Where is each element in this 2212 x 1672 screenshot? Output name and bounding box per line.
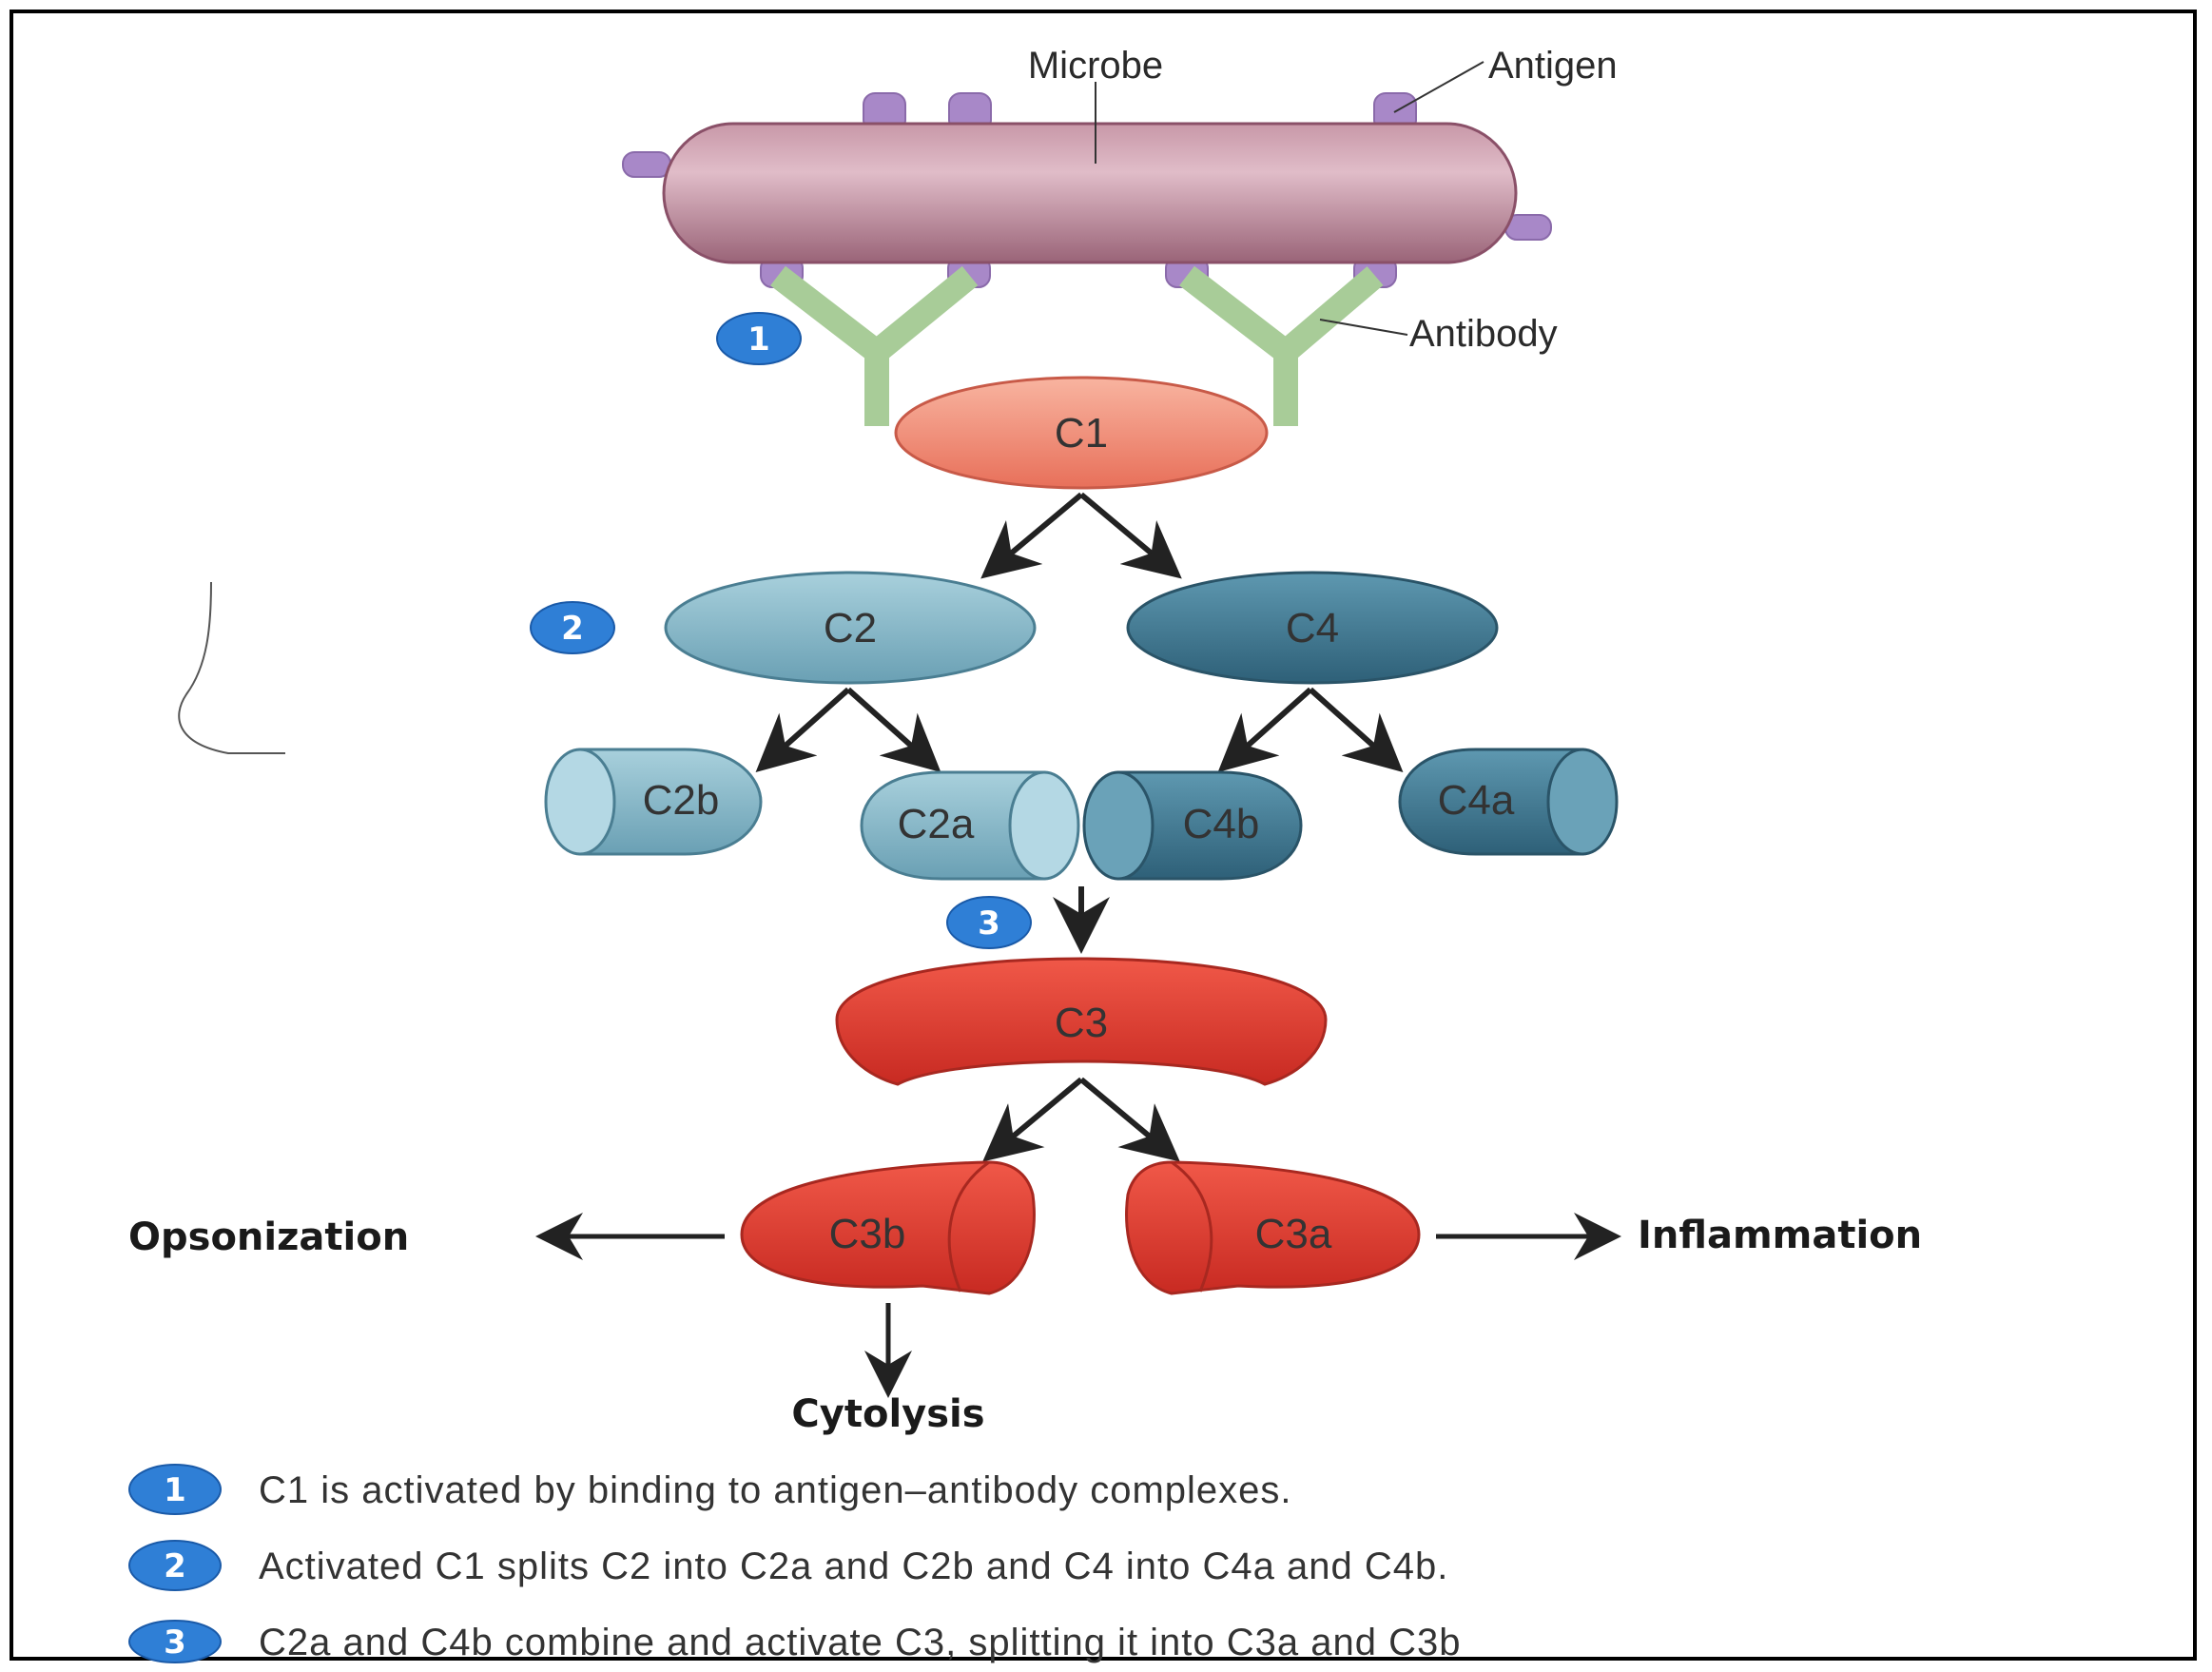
step-2-badge: 2 (530, 601, 615, 654)
c1-shape (894, 376, 1269, 490)
svg-text:3: 3 (164, 1623, 186, 1662)
c4b-shape (1082, 770, 1303, 881)
c3-split-arrows (982, 1077, 1180, 1162)
c4-shape (1126, 571, 1499, 685)
c4-label: C4 (1286, 605, 1339, 651)
c3-shape (835, 957, 1328, 1086)
svg-text:Activated C1 splits C2 into C2: Activated C1 splits C2 into C2a and C2b … (259, 1546, 1448, 1587)
svg-text:2: 2 (561, 610, 584, 648)
c2b-shape (544, 748, 763, 856)
c2-shape (664, 571, 1037, 685)
c3b-label: C3b (829, 1211, 906, 1257)
c4a-shape (1398, 748, 1619, 856)
antigen-leader (1393, 61, 1484, 113)
c2b-label: C2b (643, 777, 720, 824)
svg-text:1: 1 (747, 321, 770, 359)
cytolysis-label: Cytolysis (791, 1392, 984, 1436)
step-caption-1: 1 C1 is activated by binding to antigen–… (128, 1464, 1292, 1515)
antigen-group (622, 92, 1552, 288)
opsonization-label: Opsonization (128, 1215, 409, 1259)
c4a-label: C4a (1438, 777, 1515, 824)
svg-text:C1 is activated by binding to: C1 is activated by binding to antigen–an… (259, 1469, 1292, 1511)
c2a-label: C2a (898, 801, 975, 847)
c2a-shape (860, 770, 1080, 881)
step-3-badge: 3 (946, 896, 1032, 949)
microbe-shape (662, 122, 1518, 264)
step-1-badge: 1 (716, 312, 802, 365)
c2-label: C2 (824, 605, 877, 651)
antibody-group (770, 265, 1384, 426)
c3-label: C3 (1055, 1000, 1108, 1046)
svg-text:3: 3 (978, 904, 1000, 943)
step-caption-3: 3 C2a and C4b combine and activate C3, s… (128, 1620, 1462, 1663)
svg-text:1: 1 (164, 1471, 186, 1509)
c3a-label: C3a (1255, 1211, 1332, 1257)
microbe-label: Microbe (1028, 45, 1163, 87)
svg-text:2: 2 (164, 1547, 186, 1585)
antibody-label: Antibody (1409, 313, 1558, 355)
c1-label: C1 (1055, 410, 1108, 457)
antibody-leader (1319, 319, 1408, 336)
c3b-shape (740, 1160, 1036, 1295)
step-caption-2: 2 Activated C1 splits C2 into C2a and C2… (128, 1540, 1448, 1591)
inflammation-label: Inflammation (1638, 1214, 1922, 1257)
outcome-arrows (535, 1213, 1621, 1398)
pencil-mark (178, 581, 285, 754)
c3a-shape (1125, 1160, 1421, 1295)
c4b-label: C4b (1183, 801, 1260, 847)
svg-text:C2a and C4b combine and activa: C2a and C4b combine and activate C3, spl… (259, 1622, 1462, 1663)
c2-c4-split-arrows (755, 687, 1404, 772)
antigen-label: Antigen (1488, 45, 1618, 87)
c1-split-arrows (980, 492, 1182, 579)
